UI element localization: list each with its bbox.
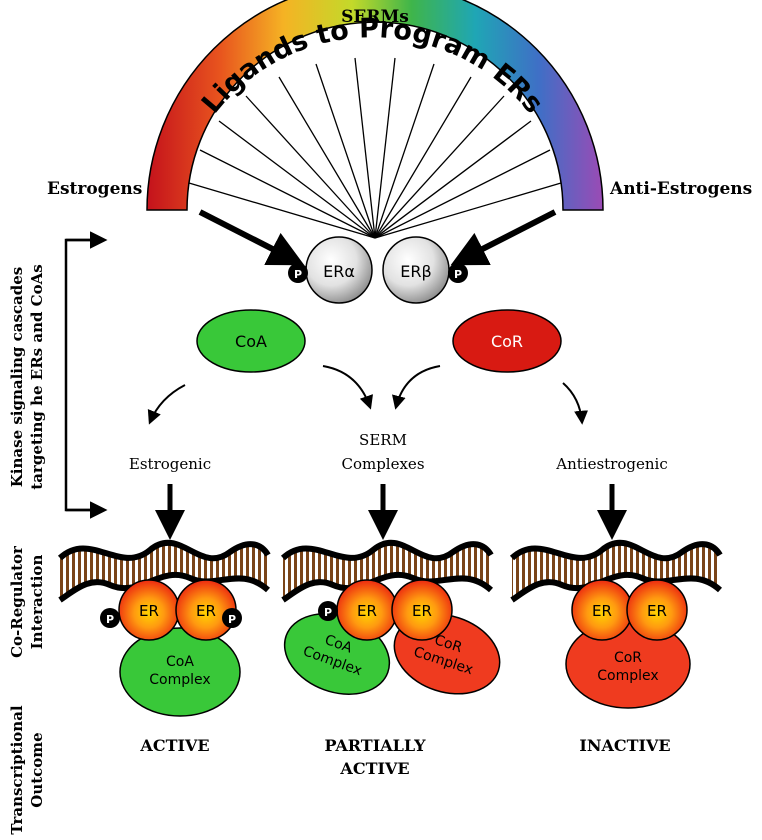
er-right-inactive: ER [626, 579, 688, 641]
er-alpha-label: ERα [323, 262, 355, 281]
dna-helix-active [57, 540, 271, 603]
er-left-partial: ER [336, 579, 398, 641]
serm-label-line2: Complexes [341, 455, 424, 473]
outcome-active: ACTIVE [139, 736, 209, 755]
coreg-label-line1: Co-Regulator [8, 545, 26, 658]
serms-label: SERMs [341, 7, 409, 27]
svg-text:ER: ER [196, 602, 216, 620]
svg-text:ER: ER [357, 602, 377, 620]
svg-text:ER: ER [412, 602, 432, 620]
trans-label-line2: Outcome [28, 732, 46, 807]
phospho-alpha: P [288, 263, 308, 283]
coa-complex-active: CoA Complex [119, 627, 241, 717]
estrogenic-label: Estrogenic [129, 455, 211, 473]
er-alpha-receptor: ERα [305, 236, 373, 304]
svg-text:P: P [228, 613, 236, 626]
er-left-inactive: ER [571, 579, 633, 641]
kinase-label-line2: targeting he ERs and CoAs [28, 264, 46, 489]
coreg-label-line2: Interaction [28, 555, 46, 650]
ligand-fan-lines [188, 57, 562, 239]
outcome-arrows [155, 484, 627, 540]
er-right-active: ER [175, 579, 237, 641]
cor-label: CoR [491, 332, 523, 351]
ligand-rainbow-arc [146, 0, 604, 211]
er-right-partial: ER [391, 579, 453, 641]
svg-text:CoR: CoR [614, 650, 642, 666]
svg-text:Complex: Complex [149, 672, 210, 688]
svg-text:ER: ER [647, 602, 667, 620]
anti-estrogens-label: Anti-Estrogens [609, 179, 752, 199]
pathway-curved-arrows [147, 365, 589, 425]
serm-label-line1: SERM [359, 431, 407, 449]
outcome-inactive: INACTIVE [579, 736, 670, 755]
estrogens-label: Estrogens [47, 179, 142, 199]
dna-helix-partial [280, 540, 494, 603]
er-beta-receptor: ERβ [382, 236, 450, 304]
svg-text:P: P [294, 268, 302, 281]
anti-estrogen-arrow [450, 209, 557, 266]
coa-oval: CoA [196, 309, 306, 373]
kinase-label-line1: Kinase signaling cascades [8, 267, 26, 487]
phospho-beta: P [448, 263, 468, 283]
outcome-partial-line1: PARTIALLY [325, 736, 427, 755]
er-left-active: ER [118, 579, 180, 641]
phospho-active-left: P [100, 608, 120, 628]
svg-text:P: P [454, 268, 462, 281]
svg-text:Complex: Complex [597, 668, 658, 684]
estrogen-arrow [198, 209, 305, 266]
dna-helix-inactive [509, 540, 723, 603]
trans-label-line1: Transcriptional [8, 705, 26, 835]
er-beta-label: ERβ [400, 262, 431, 281]
outcome-partial-line2: ACTIVE [339, 759, 409, 778]
phospho-partial-left: P [318, 601, 338, 621]
svg-text:P: P [324, 606, 332, 619]
coa-label: CoA [235, 332, 267, 351]
kinase-bracket [64, 231, 108, 519]
svg-text:P: P [106, 613, 114, 626]
coa-complex-partial: CoA Complex [283, 613, 391, 695]
antiestrogenic-label: Antiestrogenic [555, 455, 667, 473]
svg-text:ER: ER [592, 602, 612, 620]
svg-text:ER: ER [139, 602, 159, 620]
phospho-active-right: P [222, 608, 242, 628]
cor-oval: CoR [452, 309, 562, 373]
svg-text:CoA: CoA [166, 654, 194, 670]
